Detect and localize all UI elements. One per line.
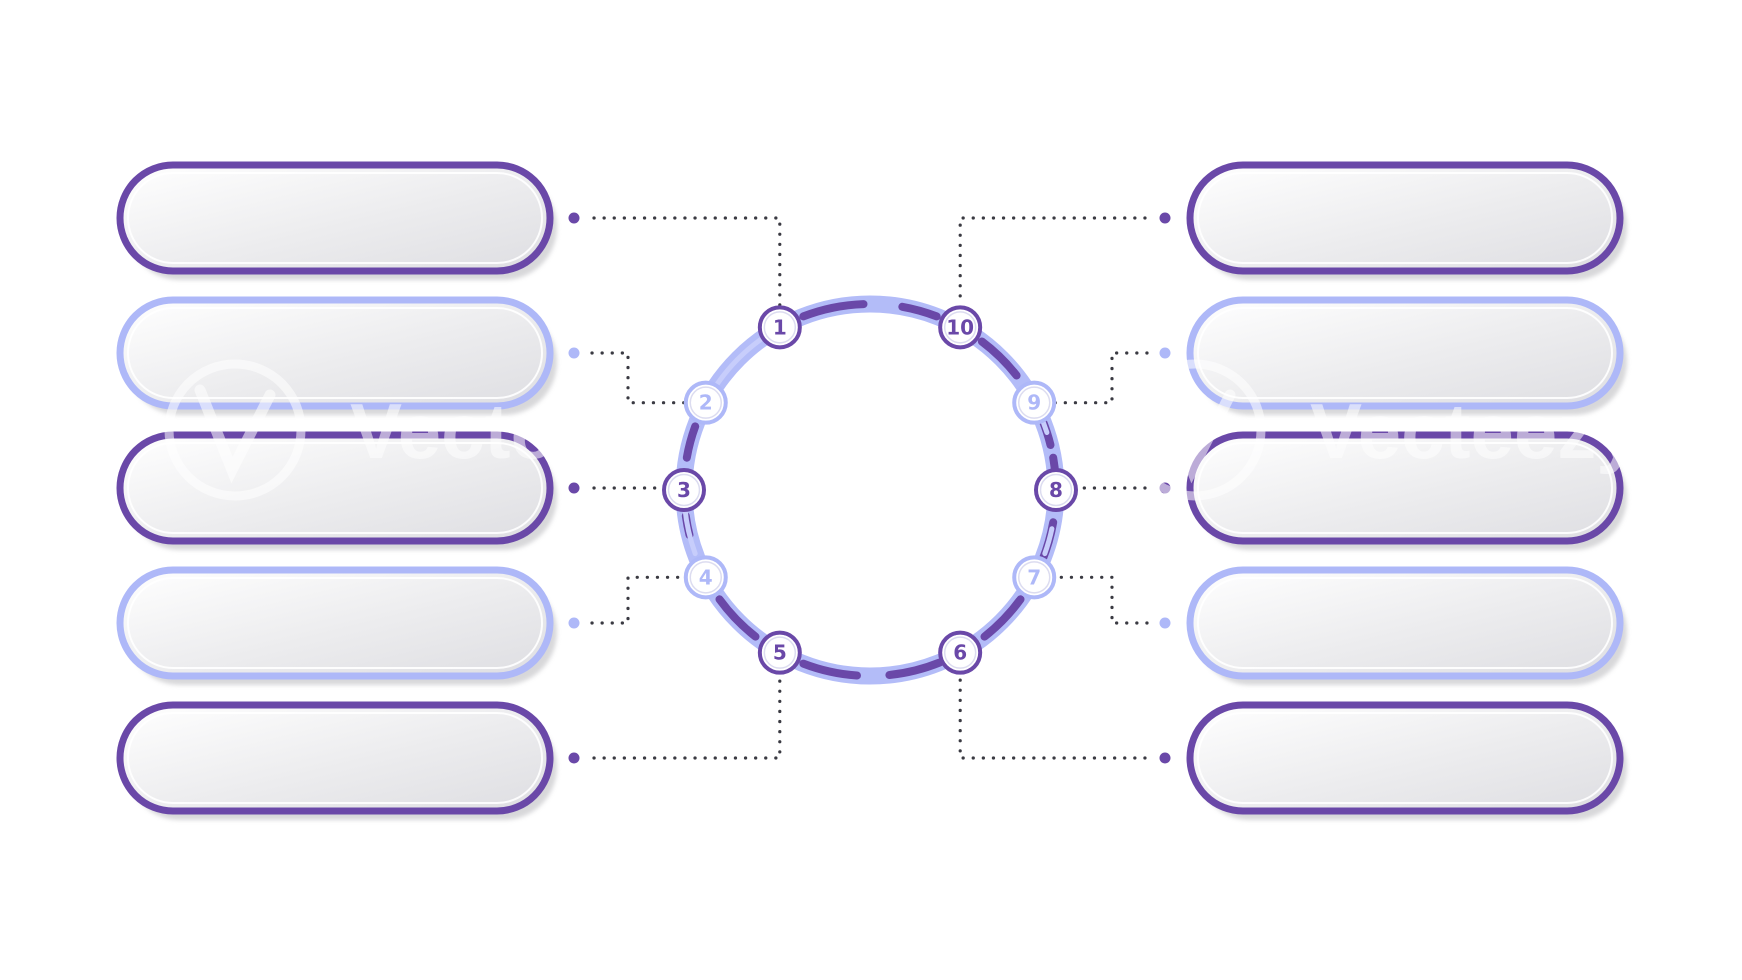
- watermark-text: Vecteezy: [860, 807, 1190, 895]
- text-box-right-9: [1186, 296, 1627, 415]
- vecteezy-logo-icon: [164, 359, 306, 501]
- text-box-left-4: [116, 566, 557, 685]
- connector-end-dot: [1159, 212, 1171, 224]
- text-box-right-10: [1186, 161, 1627, 280]
- step-marker-2: 2: [683, 380, 728, 425]
- ring-segment: [682, 422, 700, 462]
- connector-end-dot: [568, 212, 580, 224]
- connector-end-dot: [1159, 617, 1171, 629]
- step-marker-4: 4: [683, 555, 728, 600]
- connector-4: [568, 575, 688, 629]
- step-marker-7: 7: [1012, 555, 1057, 600]
- watermark: Vecteezy: [1124, 359, 1640, 501]
- connector-10: [958, 212, 1171, 307]
- watermark-text: Vecteezy: [0, 0, 330, 65]
- ring-segment: [799, 659, 861, 680]
- text-box-left-2: [116, 296, 557, 415]
- vecteezy-logo-icon: [674, 779, 816, 921]
- connector-3: [568, 482, 666, 494]
- step-marker-10: 10: [938, 305, 983, 350]
- step-marker-5: 5: [757, 630, 802, 675]
- connector-end-dot: [1159, 347, 1171, 359]
- connector-end-dot: [1159, 752, 1171, 764]
- ring-segment: [713, 337, 764, 389]
- step-marker-1: 1: [757, 305, 802, 350]
- step-number: 10: [946, 315, 974, 339]
- step-number: 2: [699, 391, 713, 415]
- ring-segment: [715, 595, 760, 641]
- watermark-text: Vecteezy: [1310, 387, 1640, 475]
- watermark: Vecteezy: [0, 807, 330, 895]
- text-box-right-6: [1186, 701, 1627, 820]
- connector-5: [568, 673, 782, 764]
- step-marker-3: 3: [662, 468, 706, 512]
- step-marker-6: 6: [938, 630, 983, 675]
- number-marker-layer: 1 2 3 4 5 6 7 8 9 10: [662, 305, 1078, 675]
- ring-segment: [898, 302, 941, 321]
- text-box-left-5: [116, 701, 557, 820]
- text-box-right-7: [1186, 566, 1627, 685]
- step-number: 8: [1049, 478, 1063, 502]
- vecteezy-logo-icon: [1124, 359, 1266, 501]
- ring-segment: [885, 658, 944, 679]
- connector-end-dot: [568, 482, 580, 494]
- ring-segment: [1042, 526, 1055, 557]
- connector-1: [568, 212, 782, 307]
- step-marker-9: 9: [1012, 380, 1057, 425]
- central-ring: [675, 295, 1065, 685]
- connector-9: [1052, 347, 1171, 405]
- ring-segment: [980, 595, 1025, 641]
- step-number: 1: [773, 315, 787, 339]
- watermark: Vecteezy: [674, 779, 1190, 921]
- step-number: 6: [953, 641, 967, 665]
- connector-end-dot: [568, 752, 580, 764]
- watermark: Vecteezy: [164, 359, 680, 501]
- step-number: 9: [1027, 391, 1041, 415]
- step-number: 5: [773, 641, 787, 665]
- step-number: 7: [1027, 565, 1041, 589]
- vecteezy-logo-icon: [674, 0, 816, 91]
- connector-6: [958, 673, 1171, 764]
- step-number: 3: [677, 478, 691, 502]
- ring-segment: [977, 337, 1021, 380]
- watermark: Vecteezy: [0, 0, 330, 65]
- connector-end-dot: [568, 617, 580, 629]
- watermark-text: Vecteezy: [350, 387, 680, 475]
- step-marker-8: 8: [1034, 468, 1078, 512]
- watermark-text: Vecteezy: [860, 0, 1190, 65]
- text-box-left-1: [116, 161, 557, 280]
- connector-end-dot: [568, 347, 580, 359]
- step-number: 4: [699, 565, 713, 589]
- watermark: Vecteezy: [674, 0, 1190, 91]
- connector-layer: [568, 212, 1171, 764]
- text-box-right-8: [1186, 431, 1627, 550]
- connector-2: [568, 347, 688, 405]
- connector-7: [1052, 575, 1171, 629]
- ring-segment: [799, 300, 868, 321]
- watermark-text: Vecteezy: [0, 807, 330, 895]
